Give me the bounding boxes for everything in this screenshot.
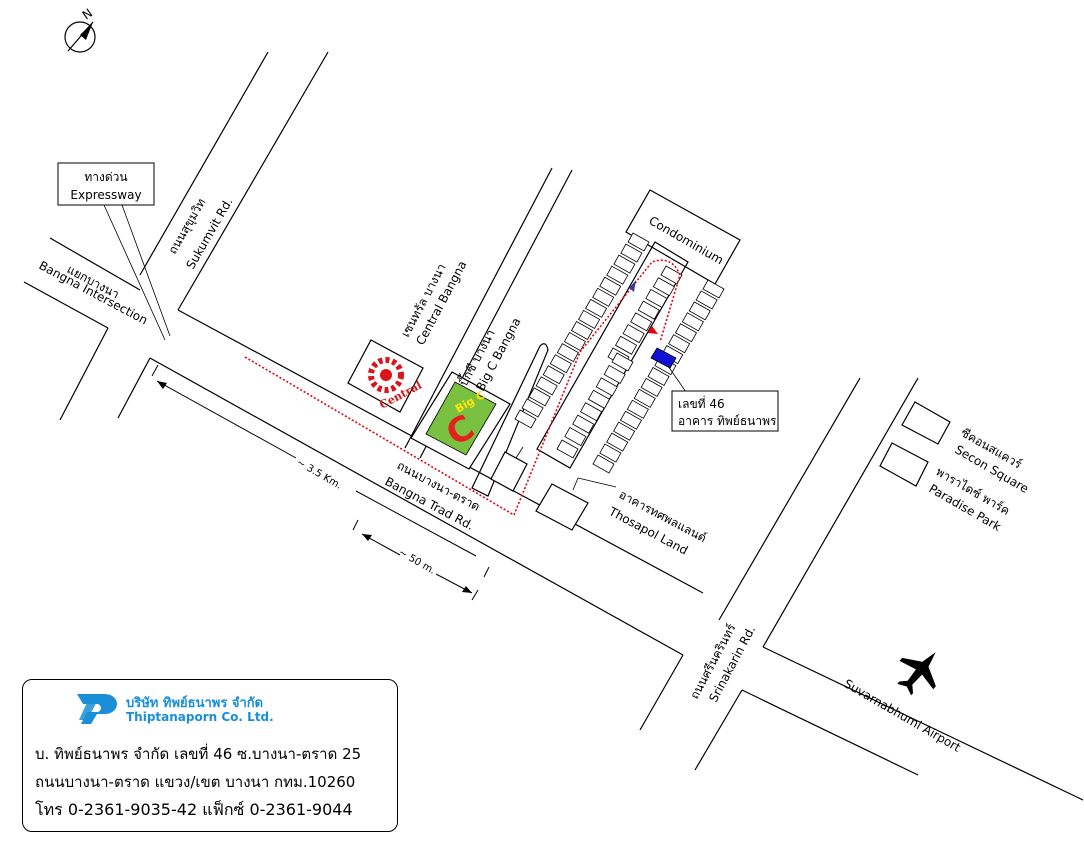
parking-stall <box>681 312 704 332</box>
expressway-label-en: Expressway <box>70 188 141 202</box>
route-arrow-up-icon <box>629 280 636 292</box>
parking-stall <box>580 402 603 422</box>
parking-stall <box>660 265 683 285</box>
parking-stall <box>556 343 579 363</box>
parking-stall <box>564 427 587 447</box>
parking-stall <box>570 320 594 341</box>
parking-stall <box>652 277 675 297</box>
expressway-callout <box>57 162 171 341</box>
thosapol-land-box <box>535 483 589 531</box>
route-arrow-down-icon <box>648 326 658 334</box>
secon-square-box <box>901 401 951 445</box>
parking-stall <box>599 443 622 463</box>
north-compass-icon <box>64 21 96 53</box>
parking-stall <box>611 352 634 372</box>
parking-stall <box>572 414 595 434</box>
building-label-line1: เลขที่ 46 <box>678 395 725 411</box>
parking-stall <box>595 377 618 397</box>
parking-stall <box>606 432 629 452</box>
parking-stall <box>619 410 643 430</box>
parking-stall <box>592 454 615 474</box>
parking-rows <box>514 232 725 474</box>
building-label-line2: อาคาร ทิพย์ธนาพร <box>678 414 777 428</box>
parking-stall <box>613 254 636 274</box>
distance-short-label: ~ 50 m. <box>397 547 437 577</box>
parking-stall <box>585 298 608 318</box>
parking-stall <box>556 439 579 459</box>
address-line-2: ถนนบางนา-ตราด แขวง/เขต บางนา กทม.10260 <box>35 773 356 791</box>
parking-stall <box>622 324 645 344</box>
expressway-label-th: ทางด่วน <box>84 170 127 184</box>
parking-stall <box>702 279 725 299</box>
north-label: N <box>80 6 95 23</box>
parking-stall <box>615 335 638 355</box>
company-info-card: บริษัท ทิพย์ธนาพร จำกัด Thiptanaporn Co.… <box>22 679 398 832</box>
big-c-logo-icon <box>425 381 497 456</box>
company-name-en: Thiptanaporn Co. Ltd. <box>126 710 274 724</box>
parking-stall <box>542 365 565 385</box>
parking-stall <box>521 398 544 418</box>
parking-stall <box>535 376 558 396</box>
parking-stall <box>645 288 668 308</box>
small-building-1 <box>490 451 528 492</box>
parking-stall <box>630 312 653 332</box>
parking-stall <box>626 399 649 419</box>
parking-stall <box>599 276 622 296</box>
roads <box>23 51 1084 801</box>
parking-stall <box>603 364 626 384</box>
parking-stall <box>613 421 636 441</box>
parking-stall <box>637 300 660 320</box>
parking-stall <box>606 265 629 285</box>
parking-stall <box>528 387 551 407</box>
company-name-th: บริษัท ทิพย์ธนาพร จำกัด <box>126 696 264 711</box>
parking-stall <box>549 354 572 374</box>
address-line-1: บ. ทิพย์ธนาพร จำกัด เลขที่ 46 ซ.บางนา-ตร… <box>35 745 362 763</box>
parking-stall <box>674 323 698 343</box>
parking-stall <box>633 388 656 408</box>
phone-line: โทร 0-2361-9035-42 แฟ็กซ์ 0-2361-9044 <box>35 800 353 819</box>
paradise-park-box <box>879 442 929 487</box>
parking-stall <box>592 287 615 307</box>
parking-stall <box>695 290 718 310</box>
parking-stall <box>620 243 643 263</box>
company-logo-icon <box>77 694 117 724</box>
parking-stall <box>514 409 537 429</box>
central-logo-icon <box>368 357 404 393</box>
parking-stall <box>587 389 610 409</box>
parking-stall <box>640 377 663 397</box>
building-46-marker-icon <box>650 347 677 369</box>
inner-soi <box>536 241 689 469</box>
airport-label: Suvarnabhumi Airport <box>842 676 964 754</box>
parking-stall <box>647 366 670 387</box>
airplane-icon <box>897 652 936 696</box>
parking-stall <box>627 232 650 252</box>
distance-long-marker <box>151 364 477 557</box>
route-path <box>244 259 681 517</box>
parking-stall <box>578 309 601 329</box>
parking-stall <box>668 334 691 354</box>
parking-stall <box>688 301 711 321</box>
distance-short-marker <box>352 519 490 601</box>
